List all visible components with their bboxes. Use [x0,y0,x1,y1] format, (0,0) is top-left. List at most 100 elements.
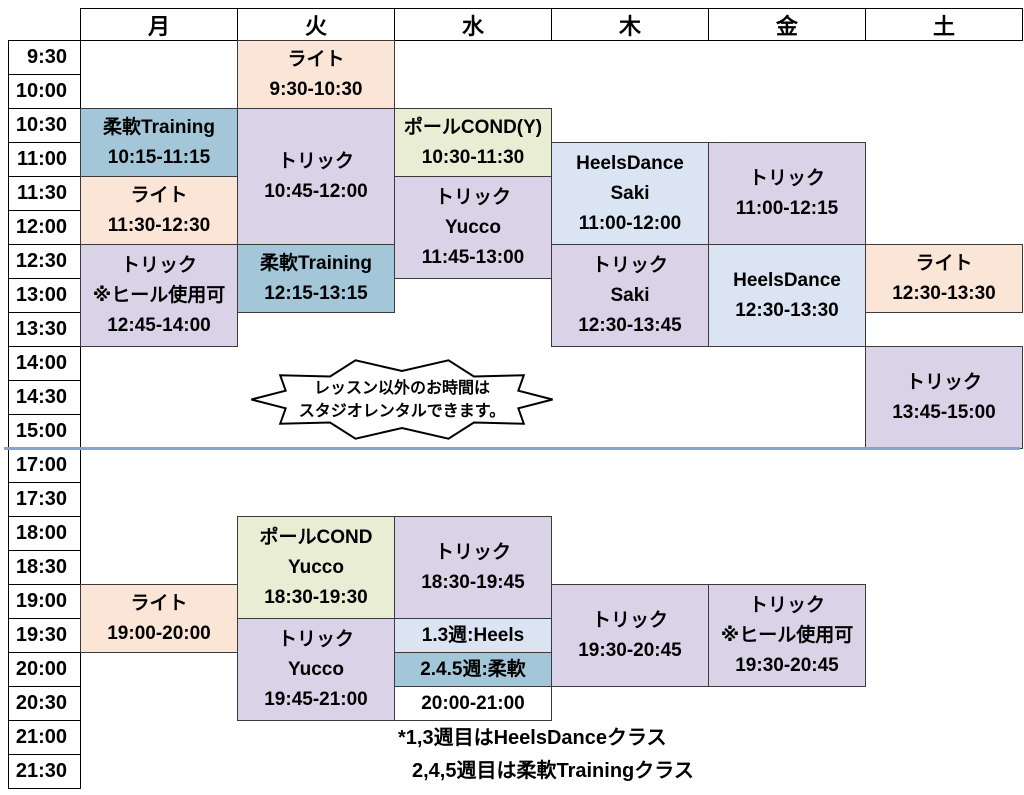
class-block-mon-trick-noon: トリック ※ヒール使用可 12:45-14:00 [80,244,238,347]
day-header-3: 木 [551,8,709,41]
class-block-text: ※ヒール使用可 [720,624,854,646]
footnote-line-1: *1,3週目はHeelsDanceクラス [398,727,667,749]
class-block-text: Saki [610,284,650,306]
time-label: 21:00 [8,720,81,755]
time-label: 20:00 [8,652,81,687]
time-label: 11:30 [8,176,81,211]
class-block-text: 12:15-13:15 [264,282,368,304]
time-label: 18:00 [8,516,81,551]
class-block-tue-pole-cond-eve: ポールCOND Yucco 18:30-19:30 [237,516,395,619]
time-label: 20:30 [8,686,81,721]
class-block-text: 12:30-13:45 [578,314,682,336]
afternoon-break-divider [4,447,1020,450]
day-header-2: 水 [394,8,552,41]
class-block-text: 9:30-10:30 [269,78,363,100]
class-block-text: 12:30-13:30 [892,282,996,304]
time-label: 19:30 [8,618,81,653]
class-block-wed-eve-time: 20:00-21:00 [394,686,552,721]
class-block-text: HeelsDance [576,152,684,174]
class-block-text: Yucco [288,658,344,680]
class-block-tue-flex-training-noon: 柔軟Training 12:15-13:15 [237,244,395,313]
class-block-text: 19:30-20:45 [578,639,682,661]
time-label: 11:00 [8,142,81,177]
class-block-text: トリック [277,628,354,650]
class-block-text: 20:00-21:00 [421,692,525,714]
class-block-text: トリック [905,371,982,393]
class-block-text: ※ヒール使用可 [92,284,226,306]
class-block-mon-flex-training-am: 柔軟Training 10:15-11:15 [80,108,238,177]
class-block-text: トリック [434,186,511,208]
class-block-text: 19:00-20:00 [107,622,211,644]
class-block-thu-trick-eve: トリック 19:30-20:45 [551,584,709,687]
studio-rental-line-1: レッスン以外のお時間は [313,379,490,397]
class-block-text: 11:00-12:15 [735,197,839,219]
class-block-text: 柔軟Training [103,116,215,138]
class-block-text: 18:30-19:30 [264,586,368,608]
starburst-shape [242,352,562,447]
time-label: 10:00 [8,74,81,109]
class-block-text: 2.4.5週:柔軟 [420,658,526,680]
class-block-text: Yucco [288,556,344,578]
class-block-tue-light-am: ライト 9:30-10:30 [237,40,395,109]
footnote-line-2: 2,4,5週目は柔軟Trainingクラス [412,760,694,782]
class-block-text: トリック [120,254,197,276]
class-block-text: ポールCOND(Y) [403,116,543,138]
class-block-text: 11:30-12:30 [107,214,211,236]
class-block-wed-trick-noon: トリック Yucco 11:45-13:00 [394,176,552,279]
class-block-wed-trick-eve: トリック 18:30-19:45 [394,516,552,619]
class-block-mon-light-eve: ライト 19:00-20:00 [80,584,238,653]
class-block-text: Saki [610,182,650,204]
time-label: 17:00 [8,448,81,483]
class-block-text: トリック [748,594,825,616]
class-block-mon-light-noon: ライト 11:30-12:30 [80,176,238,245]
class-block-text: トリック [591,609,668,631]
class-block-text: ライト [130,184,188,206]
day-header-0: 月 [80,8,238,41]
time-label: 14:00 [8,346,81,381]
time-label: 18:30 [8,550,81,585]
class-block-text: 11:45-13:00 [421,246,525,268]
class-block-text: 19:30-20:45 [735,654,839,676]
class-block-fri-trick-eve: トリック ※ヒール使用可 19:30-20:45 [708,584,866,687]
class-block-text: ライト [130,592,188,614]
time-label: 12:00 [8,210,81,245]
class-block-text: 18:30-19:45 [421,571,525,593]
class-block-sat-trick-pm: トリック 13:45-15:00 [865,346,1023,449]
time-label: 9:30 [8,40,81,75]
studio-rental-text: レッスン以外のお時間は スタジオレンタルできます。 [242,352,562,447]
class-block-text: トリック [277,150,354,172]
time-label: 13:30 [8,312,81,347]
day-header-1: 火 [237,8,395,41]
class-block-text: 柔軟Training [260,252,372,274]
class-block-text: ライト [915,252,973,274]
day-header-4: 金 [708,8,866,41]
class-block-text: 12:45-14:00 [107,314,211,336]
time-label: 15:00 [8,414,81,449]
time-label: 12:30 [8,244,81,279]
class-block-text: 12:30-13:30 [735,299,839,321]
class-block-sat-light-noon: ライト 12:30-13:30 [865,244,1023,313]
class-block-text: ポールCOND [259,526,373,548]
class-block-text: 11:00-12:00 [578,212,682,234]
class-block-text: トリック [591,254,668,276]
class-block-text: トリック [434,541,511,563]
class-block-text: ライト [287,48,345,70]
studio-rental-line-2: スタジオレンタルできます。 [298,402,506,420]
class-block-text: 10:15-11:15 [107,146,211,168]
class-block-text: トリック [748,167,825,189]
time-label: 19:00 [8,584,81,619]
class-block-text: 13:45-15:00 [892,401,996,423]
time-label: 14:30 [8,380,81,415]
class-block-text: Yucco [445,216,501,238]
time-label: 21:30 [8,754,81,789]
time-label: 17:30 [8,482,81,517]
class-block-wed-heels-week13: 1.3週:Heels [394,618,552,653]
footnotes: *1,3週目はHeelsDanceクラス 2,4,5週目は柔軟Trainingク… [398,722,694,788]
time-label: 10:30 [8,108,81,143]
class-block-text: 10:30-11:30 [421,146,525,168]
class-block-wed-pole-cond-am: ポールCOND(Y) 10:30-11:30 [394,108,552,177]
